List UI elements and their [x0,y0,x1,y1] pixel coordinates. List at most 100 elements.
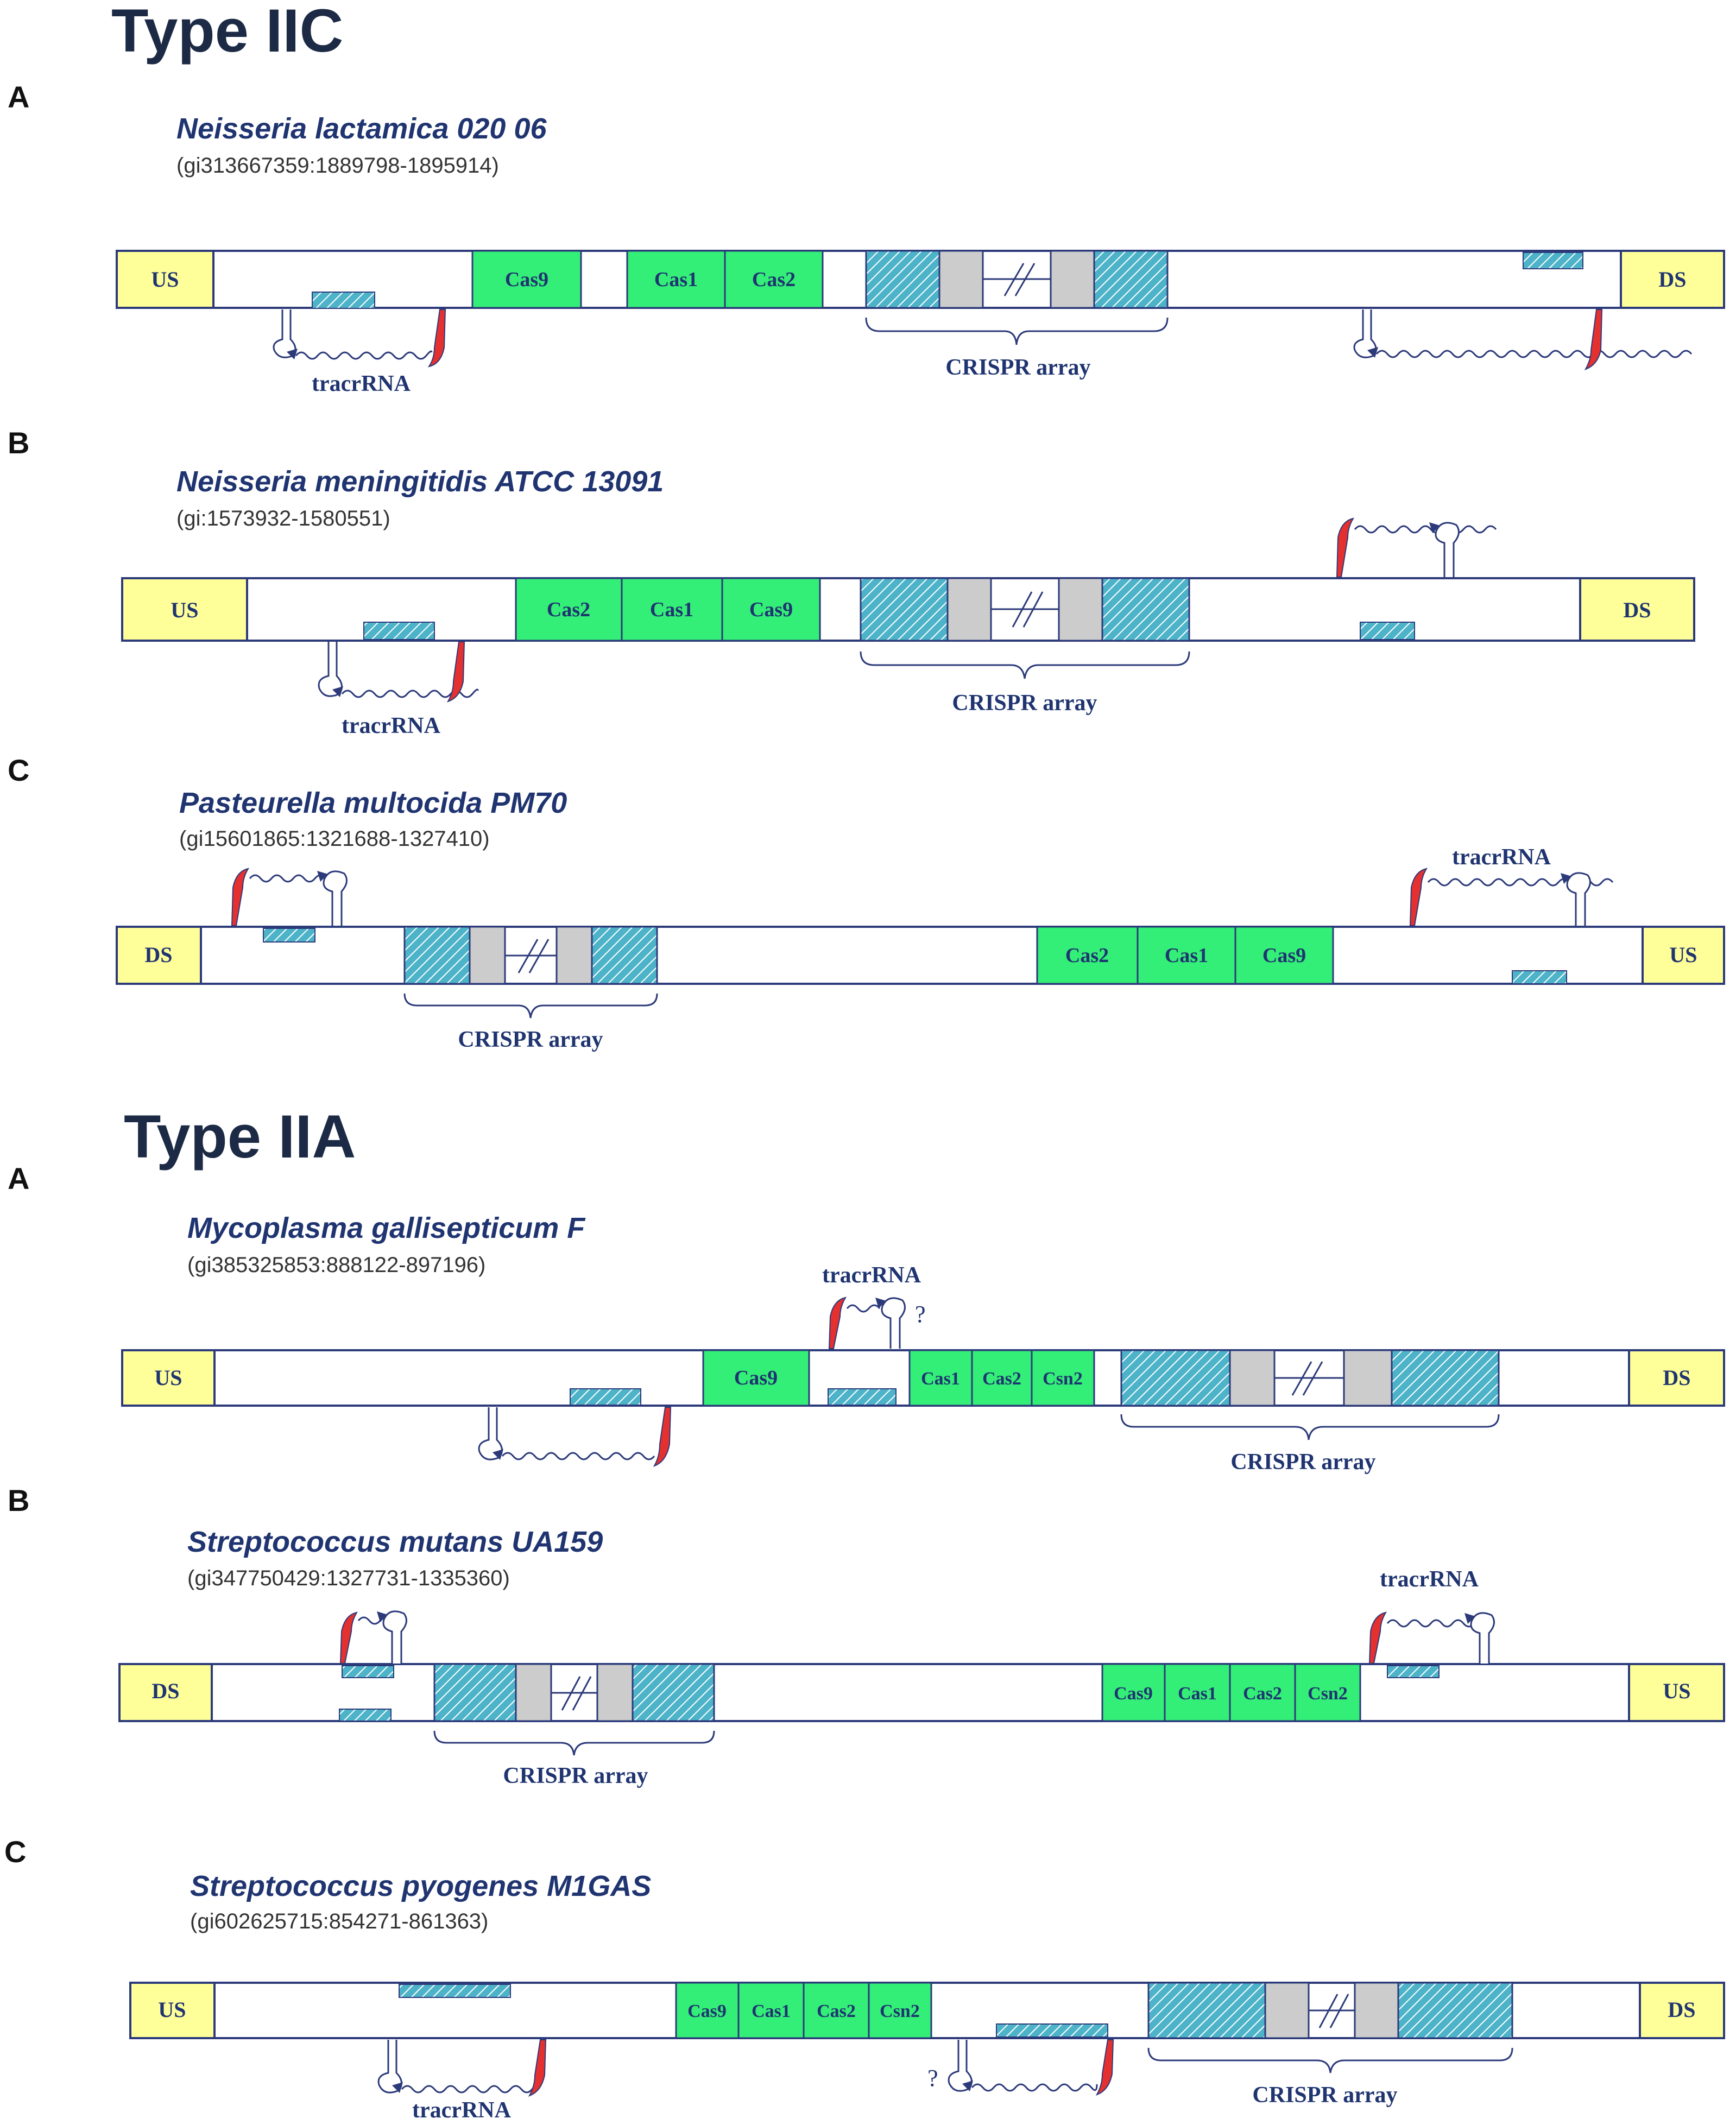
crispr-spacer-block [469,926,506,985]
crispr-brace [433,1730,715,1756]
cas9-gene-label: Cas9 [505,268,548,291]
tracr-anti-repeat [1523,252,1583,269]
cas2-gene [803,1982,870,2039]
cas9-gene-label: Cas9 [749,598,793,621]
crispr-brace [403,993,658,1019]
cas9-gene [702,1349,810,1407]
crispr-spacer-block [938,250,984,309]
cas9-gene [675,1982,740,2039]
panel-letter: B [8,1483,29,1517]
upstream-label: US [158,1997,186,2022]
tracrrna-label: tracrRNA [342,713,441,738]
downstream-flank [1579,577,1695,642]
panel-iic-b: B Neisseria meningitidis ATCC 13091 (gi:… [8,426,1695,738]
csn2-gene-label: Csn2 [1308,1684,1348,1704]
tracr-anti-repeat [828,1388,897,1406]
tracrrna-transcript-icon [1353,309,1693,370]
cas1-gene-label: Cas1 [921,1369,960,1389]
tracrrna-label: tracrRNA [1380,1567,1479,1592]
panel-letter: C [4,1835,26,1869]
upstream-flank [121,1349,216,1407]
cas2-gene-label: Cas2 [817,2001,856,2021]
csn2-gene [868,1982,932,2039]
cas1-gene-label: Cas1 [752,2001,791,2021]
cas1-gene [737,1982,805,2039]
organism-name: Mycoplasma gallisepticum F [187,1212,586,1244]
section-title-type-iia: Type IIA [124,1103,356,1171]
panel-iia-b: B Streptococcus mutans UA159 (gi34775042… [8,1483,1725,1788]
crispr-array-label: CRISPR array [952,691,1097,716]
downstream-label: DS [1663,1365,1690,1390]
accession-label: (gi385325853:888122-897196) [187,1253,485,1277]
crispr-brace [1120,1414,1500,1440]
crispr-repeat-block [632,1663,715,1722]
crispr-array-label: CRISPR array [945,355,1090,380]
cas9-gene-label: Cas9 [1114,1684,1153,1704]
crispr-brace [1147,2047,1513,2073]
tracrrna-transcript-icon [828,1296,906,1349]
panel-iia-a: A Mycoplasma gallisepticum F (gi38532585… [8,1161,1725,1475]
crispr-repeat-block [1101,577,1190,642]
cas1-gene-label: Cas1 [1165,944,1208,967]
crispr-repeat-block [591,926,658,985]
crispr-spacer-block [1264,1982,1310,2039]
crispr-repeat-block [1120,1349,1231,1407]
csn2-gene [1294,1663,1361,1722]
accession-label: (gi313667359:1889798-1895914) [176,154,499,178]
upstream-flank [1628,1663,1725,1722]
tracrrna-label: tracrRNA [822,1263,921,1288]
tracrrna-transcript-icon [377,2039,547,2097]
tracr-anti-repeat [570,1388,641,1406]
tracrrna-transcript-icon [318,641,479,703]
cas1-gene-label: Cas1 [650,598,693,621]
upstream-label: US [1669,943,1697,967]
tracr-anti-repeat [339,1709,392,1722]
panel-iic-a: A Neisseria lactamica 020 06 (gi31366735… [8,80,1725,396]
crispr-repeat-block [403,926,471,985]
cas9-gene [471,250,582,309]
downstream-flank [116,926,202,985]
tracrrna-transcript-icon [1409,868,1614,926]
crispr-spacer-block [1354,1982,1399,2039]
crispr-array-label: CRISPR array [458,1027,603,1052]
accession-label: (gi347750429:1327731-1335360) [187,1566,510,1590]
crispr-repeat-block [433,1663,517,1722]
tracr-anti-repeat [1387,1665,1440,1678]
downstream-label: DS [144,943,172,967]
csn2-gene-label: Csn2 [1043,1369,1083,1389]
tracr-anti-repeat [342,1665,394,1678]
accession-label: (gi602625715:854271-861363) [190,1909,488,1933]
panel-letter: C [8,753,29,787]
cas9-gene-label: Cas9 [1262,944,1306,967]
cas2-gene [515,577,623,642]
tracr-anti-repeat [263,928,315,943]
tracrrna-transcript-icon [478,1407,672,1467]
accession-label: (gi15601865:1321688-1327410) [179,827,490,851]
sequence-break-mark [505,939,557,973]
organism-name: Neisseria lactamica 020 06 [176,112,547,145]
tracr-anti-repeat [996,2023,1108,2038]
panel-letter: B [8,426,29,460]
downstream-flank [118,1663,213,1722]
cas2-gene [1036,926,1139,985]
locus-backbone [116,926,1725,985]
upstream-label: US [154,1365,182,1390]
tracrrna-transcript-icon [1368,1611,1495,1664]
crispr-spacer-block [515,1663,552,1722]
tracr-anti-repeat [1512,970,1567,984]
crispr-array-label: CRISPR array [1230,1450,1375,1475]
upstream-flank [121,577,248,642]
crispr-repeat-block [1093,250,1169,309]
panel-iia-c: C Streptococcus pyogenes M1GAS (gi602625… [4,1835,1725,2123]
tracrrna-label: tracrRNA [312,371,411,396]
upstream-flank [116,250,214,309]
cas9-gene [721,577,821,642]
cas1-gene [626,250,726,309]
sequence-break-mark [991,591,1059,628]
organism-name: Streptococcus mutans UA159 [187,1526,603,1558]
crispr-spacer-block [946,577,992,642]
tracrrna-transcript-icon [273,309,446,368]
cas1-gene-label: Cas1 [1178,1684,1217,1704]
cas2-gene-label: Cas2 [547,598,590,621]
